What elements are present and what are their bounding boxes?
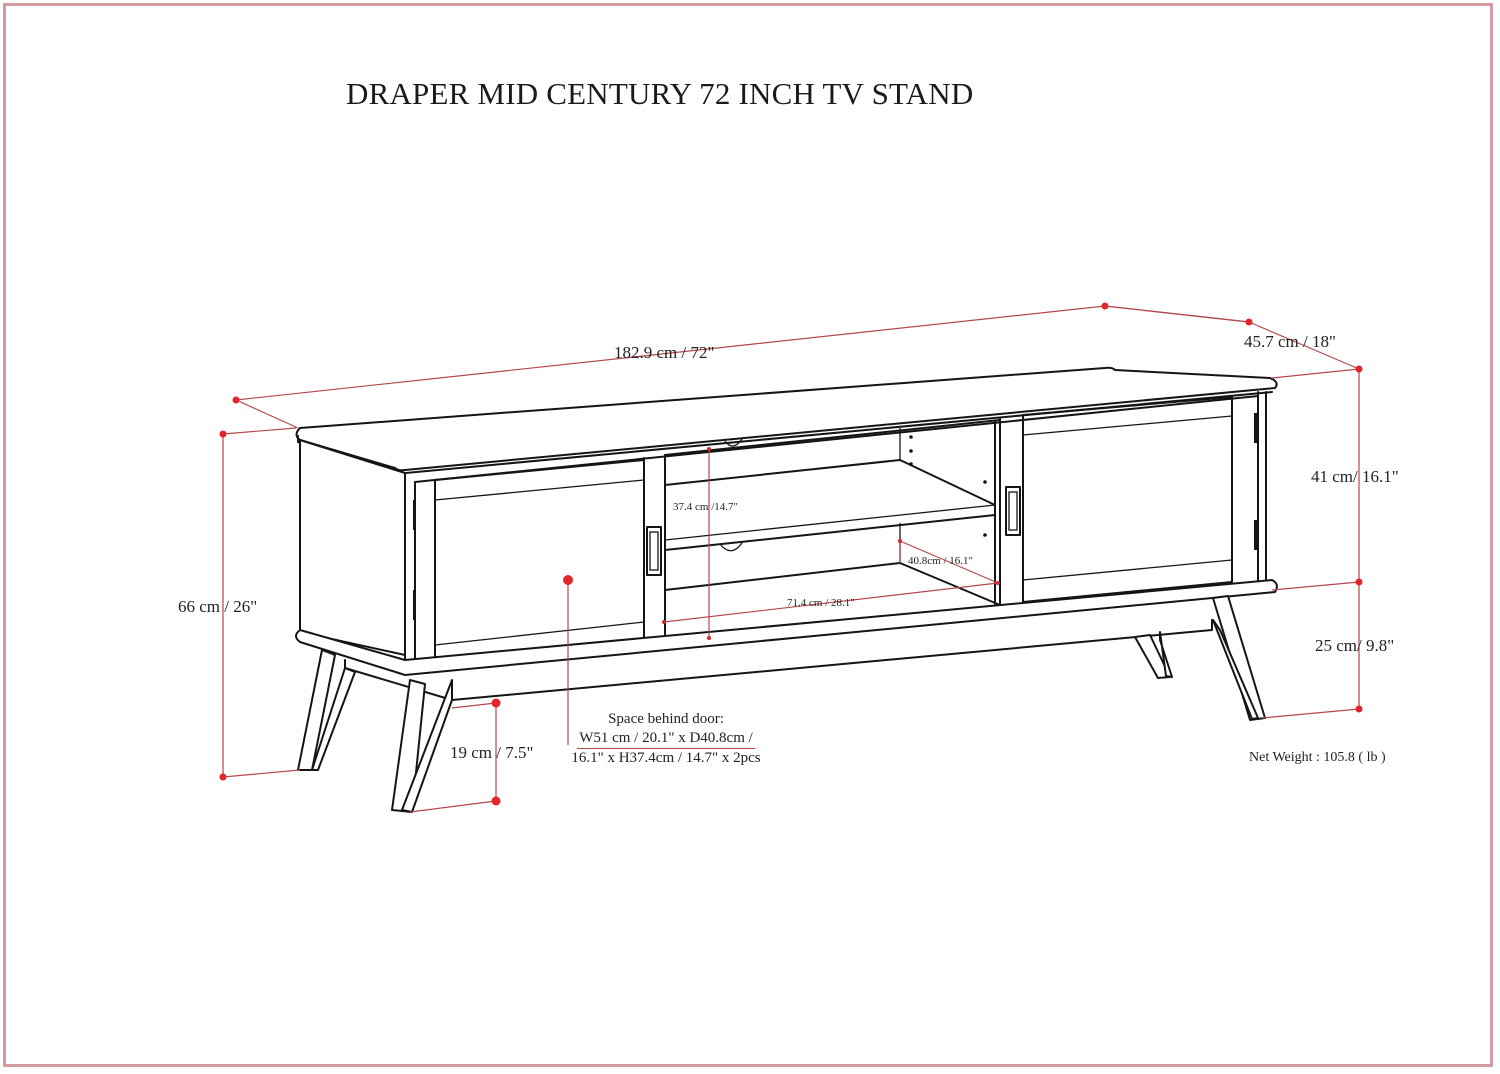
leg-height-label: 25 cm/ 9.8" bbox=[1315, 636, 1395, 655]
shelf-depth-label: 40.8cm / 16.1" bbox=[908, 555, 973, 567]
dimension-lines bbox=[219, 302, 1363, 813]
cabinet-height-label: 41 cm/ 16.1" bbox=[1311, 467, 1399, 486]
width-dimension-label: 182.9 cm / 72" bbox=[614, 343, 715, 362]
shelf-width-label: 71.4 cm / 28.1" bbox=[787, 597, 855, 609]
page-title: DRAPER MID CENTURY 72 INCH TV STAND bbox=[346, 76, 974, 111]
legs bbox=[297, 595, 1266, 813]
net-weight-label: Net Weight : 105.8 ( lb ) bbox=[1249, 750, 1386, 765]
door-note-line3: 16.1" x H37.4cm / 14.7" x 2pcs bbox=[571, 750, 761, 766]
total-height-label: 66 cm / 26" bbox=[178, 597, 258, 616]
leg-clearance-label: 19 cm / 7.5" bbox=[450, 743, 534, 762]
front-frame bbox=[413, 391, 1267, 669]
door-space-note: Space behind door: W51 cm / 20.1" x D40.… bbox=[566, 710, 766, 768]
depth-dimension-label: 45.7 cm / 18" bbox=[1244, 332, 1336, 351]
door-note-line1: Space behind door: bbox=[608, 711, 724, 727]
image-frame bbox=[3, 3, 1493, 1067]
tv-stand-top bbox=[295, 366, 1278, 475]
door-note-line2: W51 cm / 20.1" x D40.8cm / bbox=[577, 729, 755, 749]
left-side-panel bbox=[299, 439, 416, 666]
shelf-height-label: 37.4 cm /14.7" bbox=[673, 501, 738, 513]
